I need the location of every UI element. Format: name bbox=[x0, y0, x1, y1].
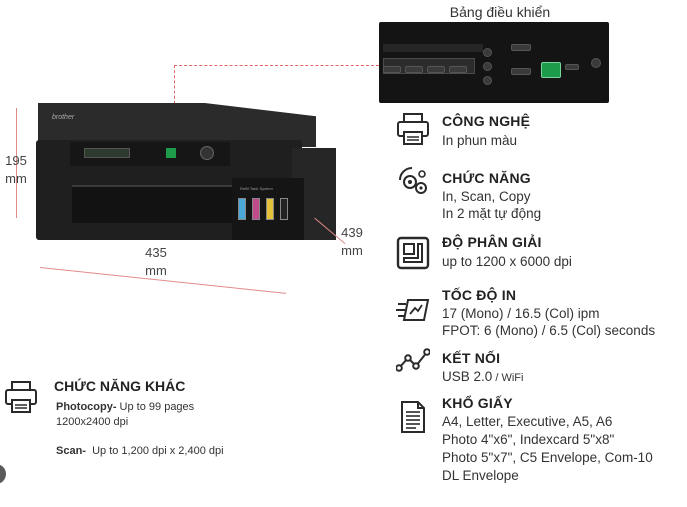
speed-line-2: FPOT: 6 (Mono) / 6.5 (Col) seconds bbox=[442, 323, 656, 338]
tech-title: CÔNG NGHỆ bbox=[442, 113, 531, 129]
control-panel-image bbox=[379, 22, 609, 103]
width-dimension: 435 mm bbox=[145, 245, 167, 278]
paper-line-4: DL Envelope bbox=[442, 468, 519, 483]
document-icon bbox=[401, 401, 425, 433]
speed-title: TỐC ĐỘ IN bbox=[442, 287, 517, 303]
scan-line: Scan- Up to 1,200 dpi x 2,400 dpi bbox=[56, 444, 224, 459]
functions-line-1: In, Scan, Copy bbox=[442, 189, 531, 204]
network-icon bbox=[396, 348, 430, 372]
photocopy-line: Photocopy- Up to 99 pages bbox=[56, 400, 194, 415]
connect-usb: USB 2.0 bbox=[442, 369, 493, 384]
printer-brand-label: brother bbox=[52, 114, 75, 121]
scan-label: Scan- bbox=[56, 445, 86, 457]
copier-icon bbox=[5, 381, 37, 413]
control-panel-caption: Bảng điều khiển bbox=[449, 4, 551, 20]
tech-text: In phun màu bbox=[442, 133, 518, 148]
depth-dimension: 439 mm bbox=[341, 225, 363, 258]
functions-line-2: In 2 mặt tự động bbox=[442, 206, 542, 221]
speed-line-1: 17 (Mono) / 16.5 (Col) ipm bbox=[442, 306, 600, 321]
panel-leader-line bbox=[174, 65, 379, 66]
paper-line-3: Photo 5"x7", C5 Envelope, Com-10 bbox=[442, 450, 653, 465]
resolution-title: ĐỘ PHÂN GIẢI bbox=[442, 234, 542, 250]
speed-icon bbox=[396, 299, 430, 321]
resolution-icon bbox=[396, 236, 430, 270]
other-functions-title: CHỨC NĂNG KHÁC bbox=[54, 378, 186, 394]
connect-title: KẾT NỐI bbox=[442, 350, 501, 366]
scan-resolution: Up to 1,200 dpi x 2,400 dpi bbox=[85, 445, 224, 457]
scroll-indicator[interactable] bbox=[0, 464, 6, 484]
photocopy-pages: Up to 99 pages bbox=[116, 401, 195, 413]
resolution-text: up to 1200 x 6000 dpi bbox=[442, 254, 572, 269]
photocopy-label: Photocopy- bbox=[56, 401, 117, 413]
gears-icon bbox=[399, 167, 427, 194]
tank-label: Refill Tank System bbox=[240, 186, 273, 191]
photocopy-resolution: 1200x2400 dpi bbox=[56, 416, 129, 428]
printer-icon bbox=[397, 113, 429, 145]
height-dimension: 195 mm bbox=[5, 153, 27, 186]
connect-text: USB 2.0 / WiFi bbox=[442, 368, 523, 387]
paper-line-2: Photo 4"x6", Indexcard 5"x8" bbox=[442, 432, 615, 447]
connect-wifi: / WiFi bbox=[492, 372, 524, 384]
functions-title: CHỨC NĂNG bbox=[442, 170, 531, 186]
paper-line-1: A4, Letter, Executive, A5, A6 bbox=[442, 414, 613, 429]
height-dimension-line bbox=[16, 108, 17, 218]
paper-title: KHỔ GIẤY bbox=[442, 395, 513, 411]
